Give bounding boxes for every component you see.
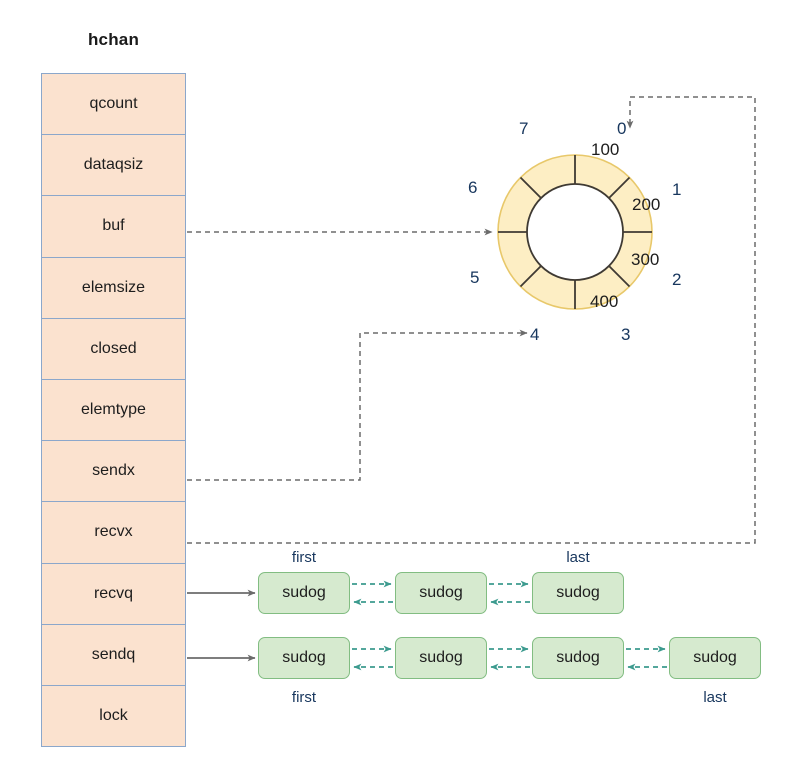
recvq-sudog-3[interactable]: sudog [532,572,624,614]
sendq-sudog-4[interactable]: sudog [669,637,761,679]
struct-field-qcount[interactable]: qcount [41,73,186,136]
struct-field-sendq[interactable]: sendq [41,623,186,686]
struct-field-elemsize[interactable]: elemsize [41,256,186,319]
sendq-sudog-3[interactable]: sudog [532,637,624,679]
ring-index-0: 0 [617,119,627,138]
recvx-pointer-arrow [187,96,756,544]
recvq-sudog-1[interactable]: sudog [258,572,350,614]
recvq-links [352,580,530,606]
sendq-first-label: first [291,689,317,706]
struct-field-dataqsiz[interactable]: dataqsiz [41,134,186,197]
ring-buffer-graphic [497,154,653,310]
ring-value-slot-2: 300 [631,250,660,269]
ring-index-6: 6 [468,178,478,197]
ring-index-1: 1 [672,180,682,199]
ring-index-5: 5 [470,268,480,287]
recvq-first-label: first [291,549,317,566]
recvq-last-label: last [566,549,590,566]
sendx-pointer-arrow [187,329,528,481]
ring-index-7: 7 [519,119,529,138]
page-title: hchan [87,30,140,49]
struct-field-sendx[interactable]: sendx [41,440,186,503]
struct-field-elemtype[interactable]: elemtype [41,378,186,442]
ring-spokes [498,155,652,309]
recvq-sudog-2[interactable]: sudog [395,572,487,614]
struct-field-lock[interactable]: lock [41,684,186,748]
struct-field-recvx[interactable]: recvx [41,501,186,564]
struct-field-closed[interactable]: closed [41,317,186,380]
sendq-sudog-2[interactable]: sudog [395,637,487,679]
sendq-last-label: last [703,689,727,706]
ring-inner-circle [526,183,624,281]
sendq-sudog-1[interactable]: sudog [258,637,350,679]
ring-index-3: 3 [621,325,631,344]
struct-field-buf[interactable]: buf [41,195,186,258]
ring-value-slot-0: 100 [591,140,620,159]
hchan-struct: qcount dataqsiz buf elemsize closed elem… [41,73,186,748]
ring-value-slot-1: 200 [632,195,661,214]
ring-value-slot-3: 400 [590,292,619,311]
sendq-links [352,645,667,671]
ring-index-2: 2 [672,270,682,289]
struct-field-recvq[interactable]: recvq [41,562,186,625]
ring-index-4: 4 [530,325,540,344]
